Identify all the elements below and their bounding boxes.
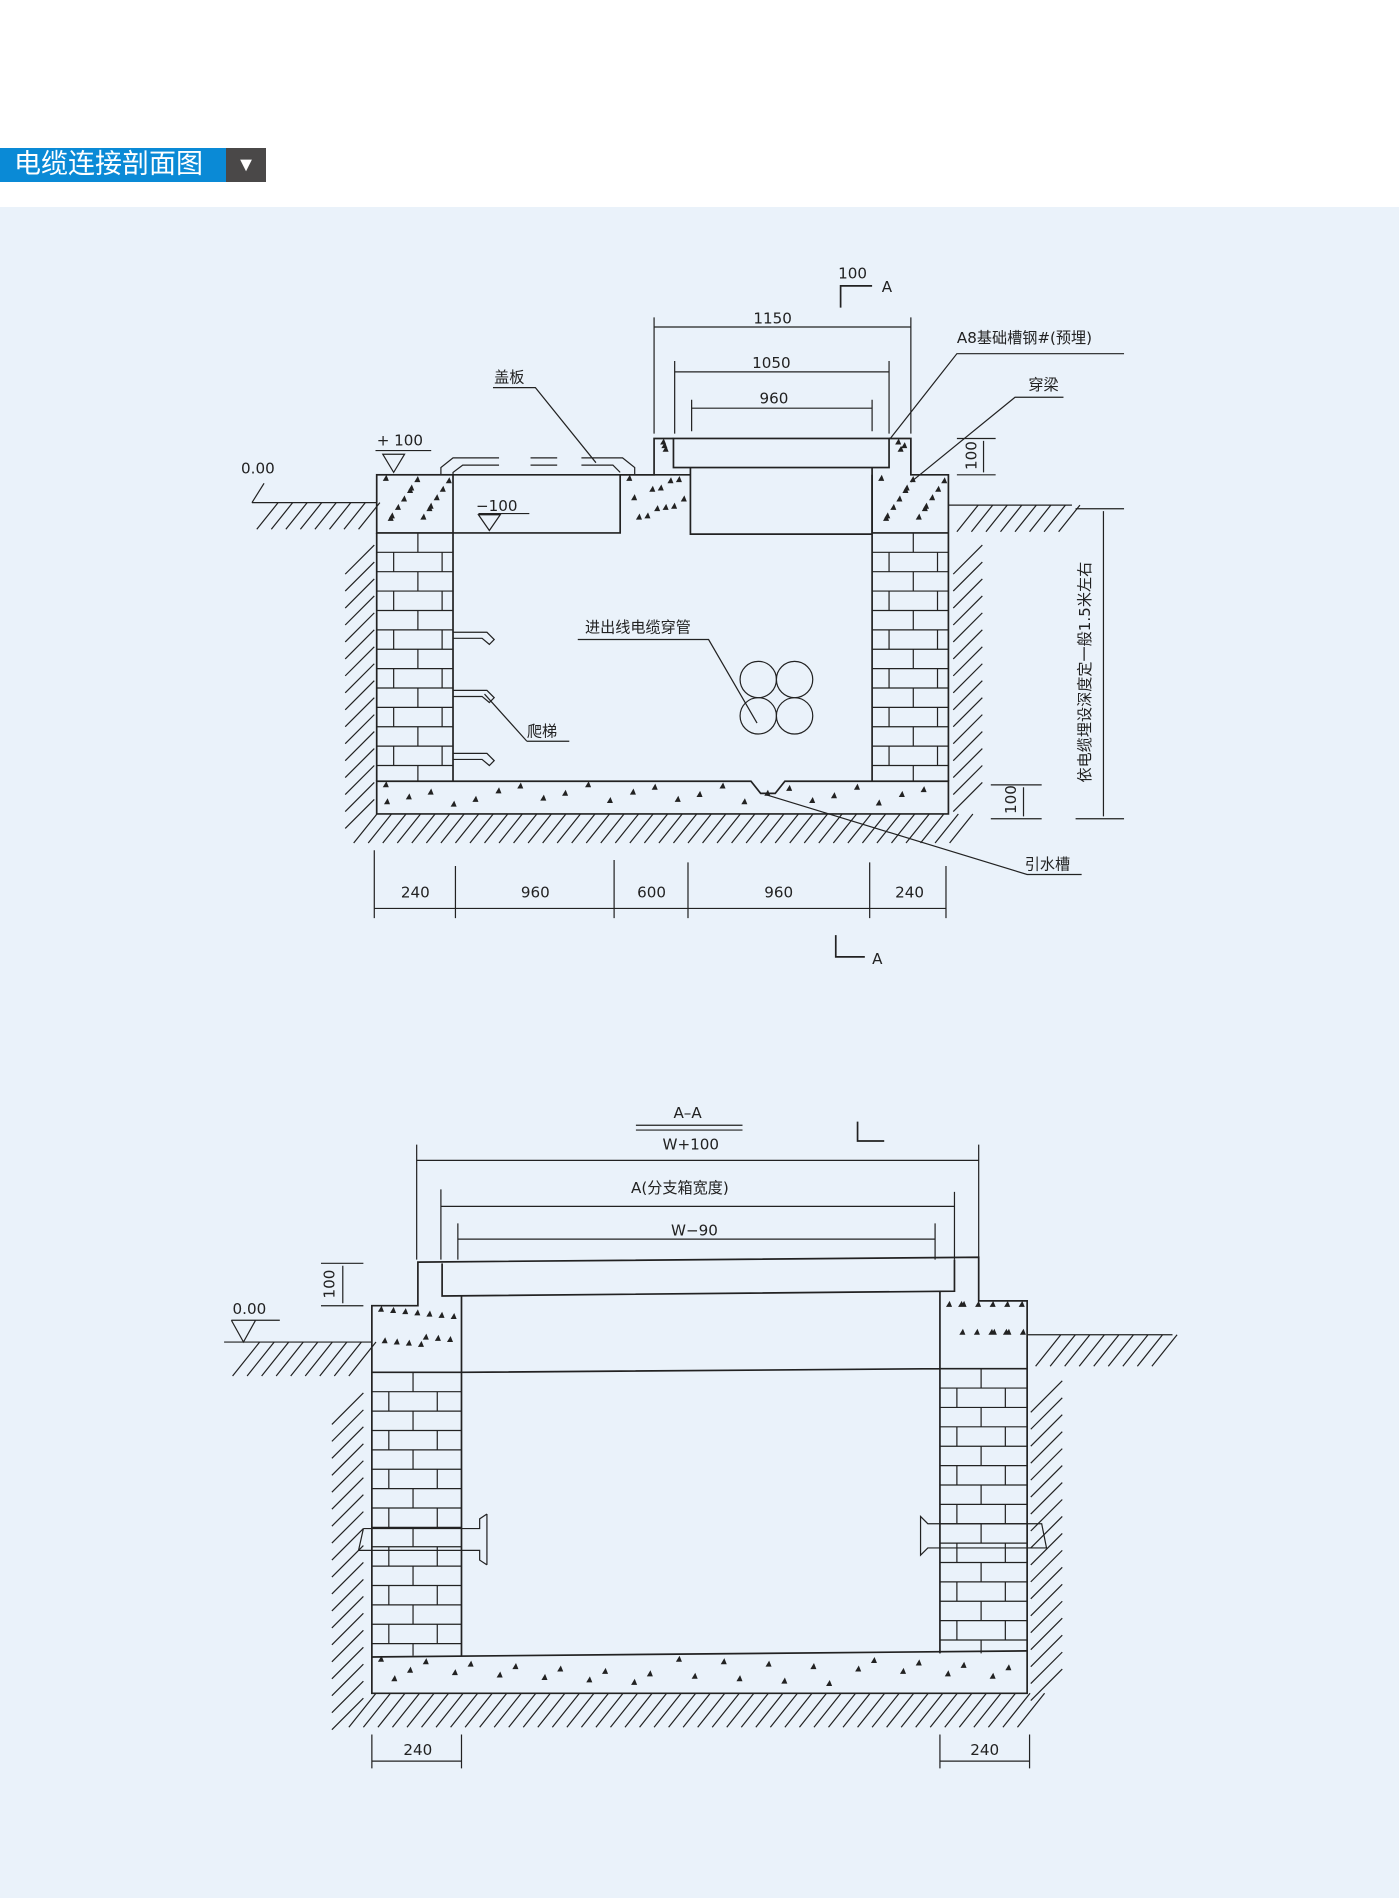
label-ladder: 爬梯 [527,722,557,740]
dim-960: 960 [759,389,788,407]
section-mark-top: A [882,278,893,296]
label-drain: 引水槽 [1025,856,1070,874]
dim-bottom-960-left: 960 [521,884,550,902]
aa-dim-bottom-right: 240 [970,1741,999,1759]
level-inner: −100 [476,497,518,515]
label-cable-duct: 进出线电缆穿管 [585,618,691,636]
dim-bottom-600: 600 [637,884,666,902]
label-cover-plate: 盖板 [494,369,524,387]
section-title: 电缆连接剖面图 [0,148,226,182]
section-mark-offset: 100 [838,265,867,283]
section-mark-bottom: A [872,950,883,968]
level-ground: 0.00 [241,460,275,478]
level-top: + 100 [377,432,423,450]
dim-bottom-240-left: 240 [401,884,430,902]
dim-w-minus-90: W−90 [671,1221,718,1239]
drawing-panel [0,207,1399,1898]
aa-title: A–A [673,1104,702,1122]
collapse-toggle-button[interactable]: ▼ [226,148,266,182]
depth-note: 依电缆埋设深度定一般1.5米左右 [1076,562,1094,783]
aa-dim-bottom-left: 240 [403,1741,432,1759]
hatching-and-brick-pattern [232,502,1178,1731]
aa-dim-left: 100 [320,1270,338,1299]
dim-1150: 1150 [753,309,792,327]
aa-level-ground: 0.00 [233,1300,267,1318]
dim-right-bottom: 100 [1002,785,1020,814]
concrete-aggregate-pattern [377,438,1026,1687]
triangle-down-icon: ▼ [236,154,256,176]
dim-bottom-240-right: 240 [895,884,924,902]
dim-bottom-960-right: 960 [764,884,793,902]
section-header: 电缆连接剖面图 ▼ [0,148,266,182]
dim-1050: 1050 [752,354,791,372]
dim-w-plus-100: W+100 [663,1135,720,1153]
section-drawing: 100 A A 1150 1050 960 盖板 A8基础槽钢#(预埋) 穿梁 … [241,265,1125,968]
dim-right-top: 100 [962,441,980,470]
dim-a-width: A(分支箱宽度) [631,1179,729,1197]
label-beam: 穿梁 [1028,376,1058,394]
label-channel-steel: A8基础槽钢#(预埋) [957,329,1092,347]
aa-section-drawing: A–A W+100 A(分支箱宽度) W−90 0.00 100 240 240 [224,1104,1173,1769]
